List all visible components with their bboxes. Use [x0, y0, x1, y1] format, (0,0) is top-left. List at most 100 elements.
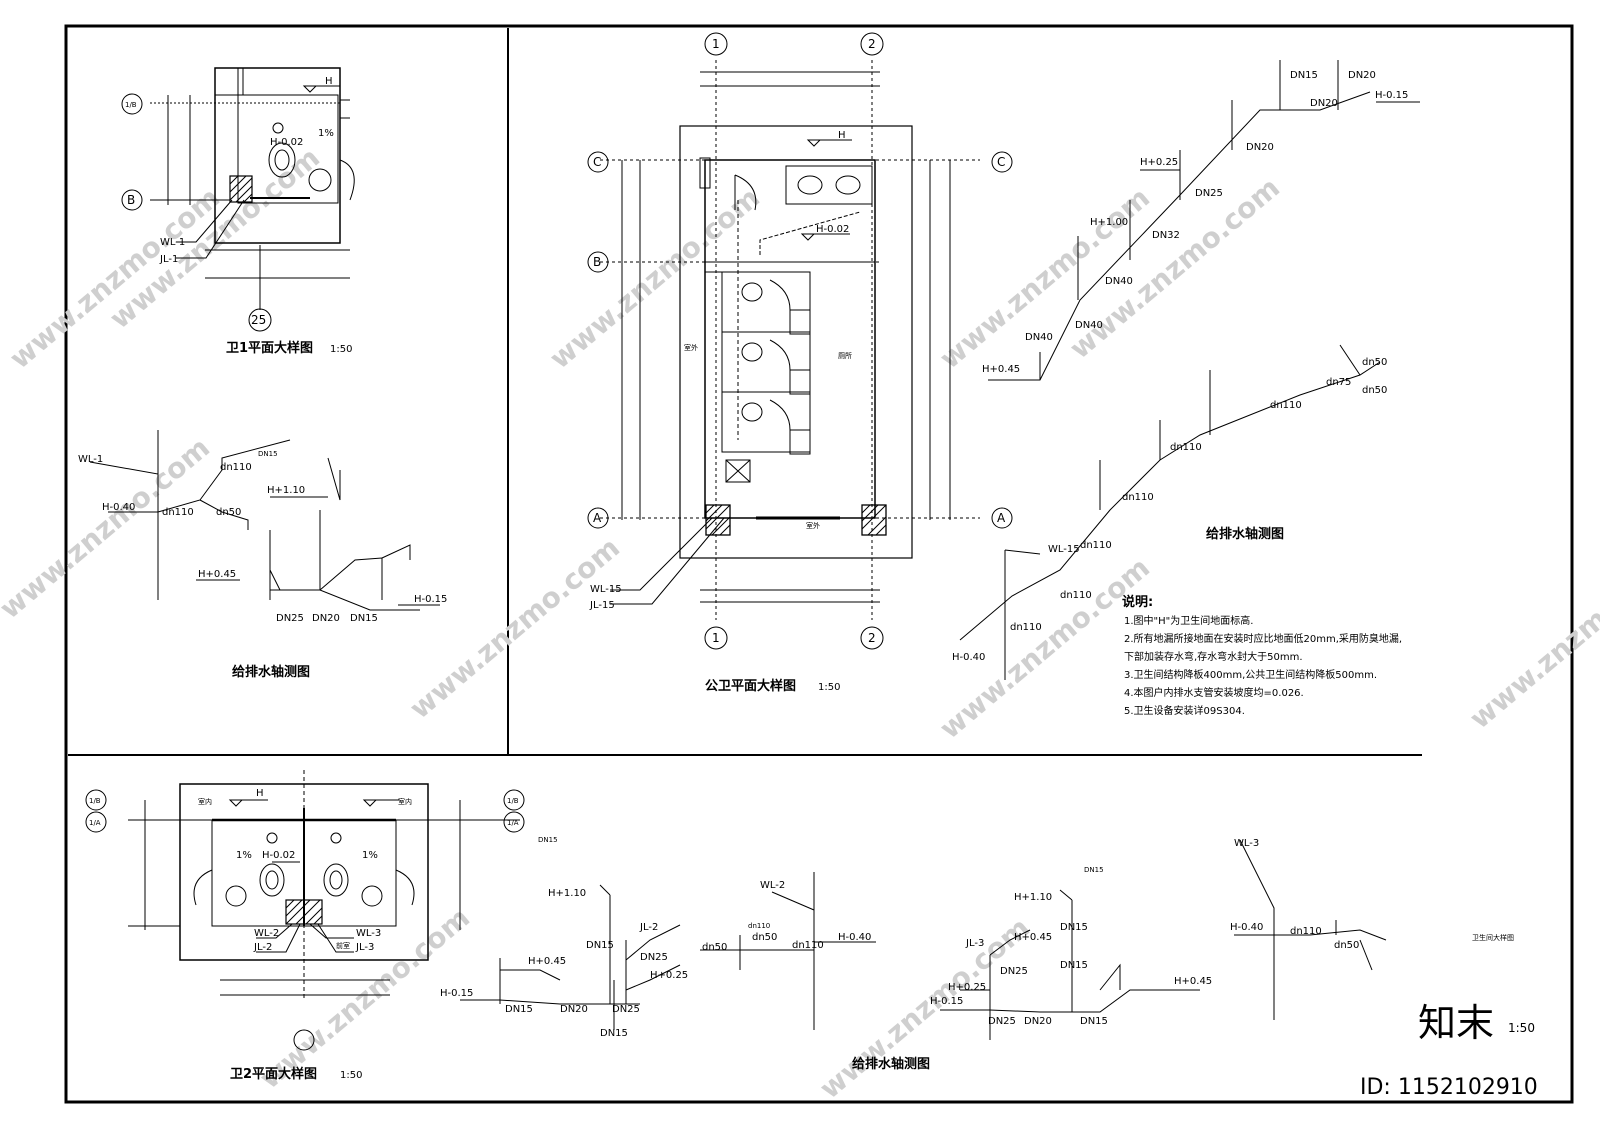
axis-bubble-1: 1 — [712, 37, 720, 51]
axis-bubble-1B: 1/B — [89, 797, 101, 805]
axis-bubble-A: A — [593, 511, 602, 525]
watermark-site: www.znzmo.com — [543, 181, 766, 375]
w1-axon — [89, 430, 440, 611]
size-DN15: DN15 — [586, 940, 614, 951]
size-DN25: DN25 — [1195, 188, 1223, 199]
watermark-site: www.znzmo.com — [1463, 541, 1600, 735]
public-supply-axon — [988, 60, 1420, 381]
w1-axon-title: 给排水轴测图 — [232, 664, 310, 680]
size-dn110: dn110 — [748, 922, 770, 930]
size-DN20: DN20 — [1348, 70, 1376, 81]
w2-plan — [128, 770, 520, 1000]
size-DN25: DN25 — [276, 613, 304, 624]
public-drain-axon-text: WL-15 H-0.40 dn110 dn110 dn110 dn110 dn1… — [952, 357, 1387, 663]
size-dn110: dn110 — [1080, 540, 1112, 551]
public-axon-title: 给排水轴测图 — [1206, 526, 1284, 542]
size-dn50: dn50 — [1334, 940, 1359, 951]
notes-block: 说明: 1.图中"H"为卫生间地面标高. 2.所有地漏所接地面在安装时应比地面低… — [1122, 594, 1402, 717]
level-H+0.45: H+0.45 — [528, 956, 566, 967]
level-H-0.40: H-0.40 — [102, 502, 135, 513]
axis-bubble-1A: 1/A — [89, 819, 101, 827]
level-H+1.10: H+1.10 — [548, 888, 586, 899]
label-WL-1: WL-1 — [160, 237, 185, 248]
level-H+0.45: H+0.45 — [198, 569, 236, 580]
note-1: 1.图中"H"为卫生间地面标高. — [1124, 614, 1253, 627]
level-H-0.40: H-0.40 — [952, 652, 985, 663]
w2-plan-scale: 1:50 — [340, 1070, 362, 1081]
level-H-0.15: H-0.15 — [440, 988, 473, 999]
label-WL-3: WL-3 — [1234, 838, 1259, 849]
size-DN20: DN20 — [1310, 98, 1338, 109]
room-out-bottom: 室外 — [806, 521, 820, 530]
size-DN15: DN15 — [350, 613, 378, 624]
level-H-0.02: H-0.02 — [816, 224, 849, 235]
size-DN15: DN15 — [1290, 70, 1318, 81]
watermark-site: www.znzmo.com — [0, 431, 216, 625]
notes-header: 说明: — [1122, 594, 1153, 610]
size-DN25: DN25 — [1000, 966, 1028, 977]
size-dn50: dn50 — [752, 932, 777, 943]
size-DN25: DN25 — [988, 1016, 1016, 1027]
label-JL-1: JL-1 — [159, 254, 178, 265]
size-DN20: DN20 — [312, 613, 340, 624]
level-H+1.10: H+1.10 — [1014, 892, 1052, 903]
room-out: 室外 — [684, 343, 698, 352]
size-DN20: DN20 — [1246, 142, 1274, 153]
axis-bubble-2-bottom: 2 — [868, 631, 876, 645]
sheet-frame — [64, 24, 1574, 1104]
label-WL-2: WL-2 — [760, 880, 785, 891]
level-H+1.10: H+1.10 — [267, 485, 305, 496]
size-DN40: DN40 — [1075, 320, 1103, 331]
level-H-0.02: H-0.02 — [270, 137, 303, 148]
public-plan-scale: 1:50 — [818, 682, 840, 693]
room-front: 前室 — [336, 941, 350, 950]
slope-pct: 1% — [236, 850, 252, 861]
axis-bubble-C-right: C — [997, 155, 1005, 169]
label-WL-3: WL-3 — [356, 928, 381, 939]
slope-pct: 1% — [362, 850, 378, 861]
public-axis-markers: 1 2 1 2 C B A C A — [587, 32, 1013, 650]
note-3: 下部加装存水弯,存水弯水封大于50mm. — [1124, 650, 1303, 663]
size-DN25: DN25 — [612, 1004, 640, 1015]
public-plan-title: 公卫平面大样图 — [705, 678, 796, 694]
w1-plan — [150, 67, 355, 310]
size-dn110: dn110 — [1170, 442, 1202, 453]
size-DN15: DN15 — [505, 1004, 533, 1015]
size-dn110: dn110 — [792, 940, 824, 951]
size-DN15: DN15 — [1080, 1016, 1108, 1027]
label-JL-3: JL-3 — [355, 942, 374, 953]
w2-axis-markers: 1/B 1/A 1/B 1/A — [85, 789, 525, 1051]
size-DN25: DN25 — [640, 952, 668, 963]
w1-plan-text: H H-0.02 1% WL-1 JL-1 卫1平面大样图 1:50 — [159, 76, 352, 356]
label-JL-2: JL-2 — [253, 942, 272, 953]
axis-bubble-1-bottom: 1 — [712, 631, 720, 645]
axis-bubble-B: B — [593, 255, 601, 269]
room-in-right: 室内 — [398, 797, 412, 806]
size-dn110: dn110 — [1060, 590, 1092, 601]
label-WL-15: WL-15 — [1048, 544, 1080, 555]
axis-bubble-1B: 1/B — [125, 101, 137, 109]
w1-plan-title: 卫1平面大样图 — [226, 340, 313, 356]
level-H+1.00: H+1.00 — [1090, 217, 1128, 228]
room-in: 室内 — [198, 797, 212, 806]
level-H+0.25: H+0.25 — [650, 970, 688, 981]
brand-watermark: 知末 ID: 1152102910 — [1360, 1001, 1538, 1100]
size-DN15: DN15 — [1060, 960, 1088, 971]
level-H-0.40: H-0.40 — [1230, 922, 1263, 933]
label-JL-3: JL-3 — [965, 938, 984, 949]
room-toilet: 厕所 — [838, 351, 852, 360]
size-DN32: DN32 — [1152, 230, 1180, 241]
size-DN15: DN15 — [600, 1028, 628, 1039]
axis-bubble-1A-right: 1/A — [507, 819, 519, 827]
axis-bubble-C: C — [593, 155, 601, 169]
w2-axon-left — [460, 872, 876, 1030]
level-H-0.40: H-0.40 — [838, 932, 871, 943]
watermark-logo: 知末 — [1418, 1001, 1494, 1045]
axis-bubble-2: 2 — [868, 37, 876, 51]
size-DN15: DN15 — [1084, 866, 1104, 874]
level-H+0.25: H+0.25 — [1140, 157, 1178, 168]
level-H: H — [256, 788, 264, 799]
size-dn110: dn110 — [220, 462, 252, 473]
size-dn50: dn50 — [216, 507, 241, 518]
